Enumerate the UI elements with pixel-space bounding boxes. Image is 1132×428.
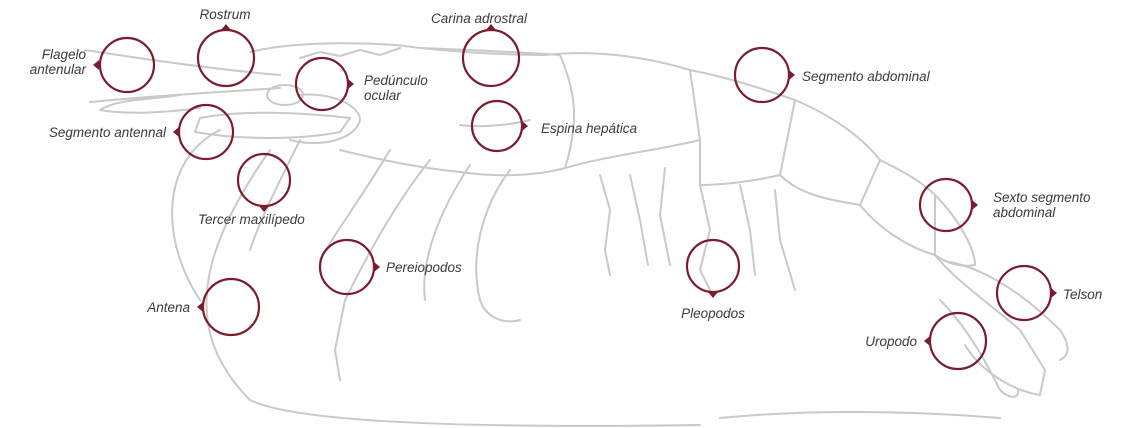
callout-rostrum xyxy=(198,30,254,86)
label-antena: Antena xyxy=(100,300,190,315)
callout-sexto xyxy=(920,179,972,231)
shrimp-outline xyxy=(85,43,1068,426)
callout-segmento-antennal xyxy=(179,105,233,159)
label-flagelo-antenular: Flagelo antenular xyxy=(0,47,86,77)
label-rostrum: Rostrum xyxy=(190,7,260,22)
label-segmento-antennal: Segmento antennal xyxy=(0,125,166,140)
label-pereiopodos: Pereiopodos xyxy=(386,260,462,275)
label-espina-hepatica: Espina hepática xyxy=(541,121,637,136)
label-telson: Telson xyxy=(1063,287,1102,302)
callout-pereiopodos xyxy=(320,240,374,294)
callout-pleopodos xyxy=(687,240,739,292)
callout-antena xyxy=(203,279,259,335)
label-segmento-abdominal: Segmento abdominal xyxy=(802,69,930,84)
callout-flagelo xyxy=(100,38,154,92)
callout-pedunculo xyxy=(296,58,348,110)
label-carina-adrostral: Carina adrostral xyxy=(431,11,527,26)
callout-segmento-abdominal xyxy=(735,48,789,102)
label-pleopodos: Pleopodos xyxy=(663,306,763,321)
label-pedunculo-ocular: Pedúnculo ocular xyxy=(364,73,428,103)
callout-telson xyxy=(997,266,1051,320)
callout-carina xyxy=(463,30,519,86)
label-uropodo: Uropodo xyxy=(820,334,917,349)
callout-tercer xyxy=(238,154,290,206)
label-tercer-maxilipedo: Tercer maxilípedo xyxy=(198,212,305,227)
label-sexto-segmento-abdominal: Sexto segmento abdominal xyxy=(993,190,1091,220)
